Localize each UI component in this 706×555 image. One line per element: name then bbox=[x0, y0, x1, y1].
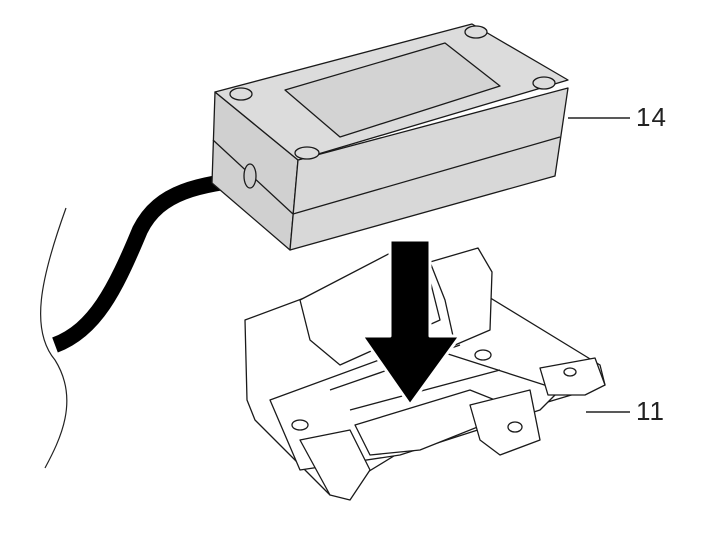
down-arrow-icon bbox=[360, 238, 462, 407]
power-cable bbox=[51, 170, 254, 353]
callout-label-11: 11 bbox=[636, 396, 665, 426]
power-supply-box bbox=[211, 23, 569, 251]
cable-loop-line bbox=[40, 207, 68, 469]
callout-label-14: 14 bbox=[636, 102, 667, 132]
